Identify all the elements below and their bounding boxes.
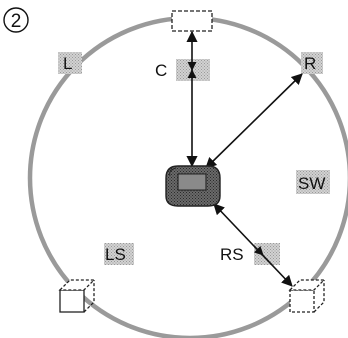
distance-arrow-front-right	[205, 73, 303, 169]
label-bg-ls	[104, 243, 134, 265]
speaker-label-sw: SW	[298, 174, 325, 193]
surround-right-speaker-icon	[288, 279, 326, 313]
label-bg-r	[301, 52, 323, 74]
speaker-label-r: R	[304, 54, 316, 73]
label-bg-c	[176, 59, 210, 81]
label-bg-l	[58, 52, 82, 74]
step-number: 2	[11, 11, 22, 32]
speaker-label-l: L	[63, 54, 72, 73]
distance-arrow-surround-right	[213, 203, 293, 287]
surround-left-speaker-icon	[58, 279, 96, 313]
rs-delay-arrows	[253, 245, 264, 256]
speaker-label-ls: LS	[105, 245, 126, 264]
speaker-label-c: C	[155, 61, 167, 80]
speaker-label-rs: RS	[220, 245, 244, 264]
label-bg-rs	[254, 243, 280, 265]
step-number-badge: 2	[3, 7, 29, 33]
listener-seat-icon	[165, 165, 221, 207]
center-speaker-icon	[171, 10, 213, 32]
label-bg-sw	[296, 170, 330, 194]
